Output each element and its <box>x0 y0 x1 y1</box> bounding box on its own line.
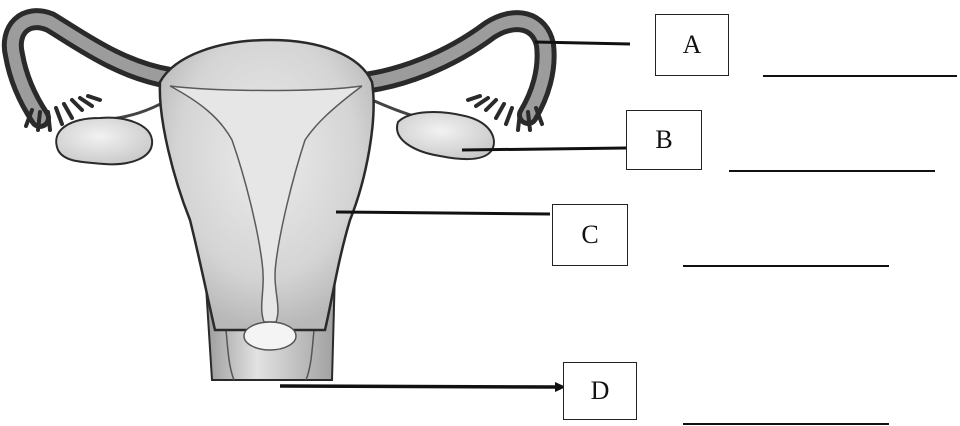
pointer-line-b <box>462 148 626 150</box>
label-b-text: B <box>655 125 672 155</box>
pointer-line-d <box>280 386 555 387</box>
answer-line-d <box>683 423 889 425</box>
label-box-b: B <box>626 110 702 170</box>
answer-line-b <box>729 170 935 172</box>
answer-line-c <box>683 265 889 267</box>
right-ovary <box>397 112 494 159</box>
left-ovary <box>56 118 152 165</box>
pointer-line-a <box>535 42 630 44</box>
label-c-text: C <box>581 220 598 250</box>
label-box-a: A <box>655 14 729 76</box>
pointer-line-c <box>336 212 550 214</box>
label-a-text: A <box>683 30 702 60</box>
right-fallopian-tube <box>355 21 546 115</box>
label-box-d: D <box>563 362 637 420</box>
answer-line-a <box>763 75 957 77</box>
label-d-text: D <box>591 376 610 406</box>
label-box-c: C <box>552 204 628 266</box>
cervix <box>244 322 296 350</box>
